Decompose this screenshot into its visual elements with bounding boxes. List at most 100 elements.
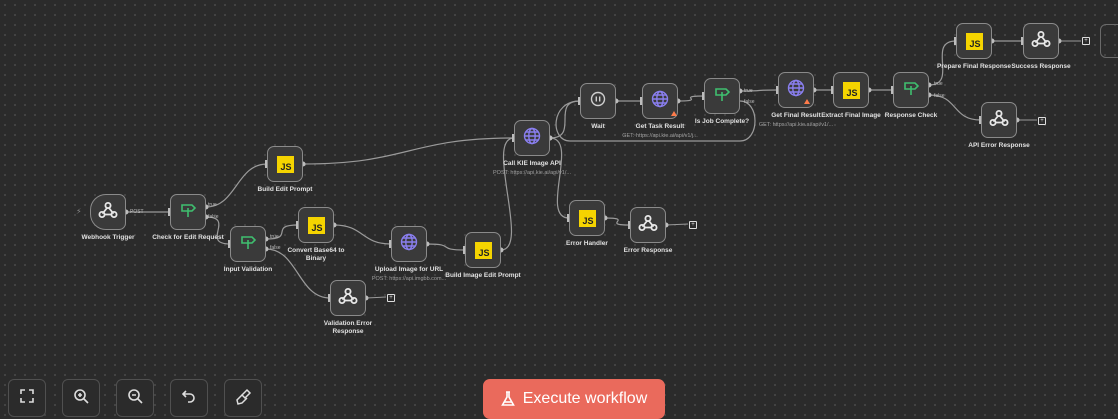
warning-icon <box>671 111 677 116</box>
dangling-connector <box>365 296 387 299</box>
input-port[interactable] <box>567 214 570 222</box>
zoom-out-icon <box>128 389 143 404</box>
node-webhook[interactable] <box>90 194 126 230</box>
input-port[interactable] <box>628 221 631 229</box>
if-branch-icon <box>713 86 731 107</box>
node-label: Input Validation <box>223 266 273 273</box>
side-panel-button[interactable] <box>1100 24 1118 58</box>
zoom-out-button[interactable] <box>116 379 154 417</box>
connection-line <box>604 217 631 226</box>
input-port[interactable] <box>463 246 466 254</box>
input-port[interactable] <box>640 97 643 105</box>
connection-line <box>302 137 515 165</box>
globe-icon <box>787 79 805 102</box>
node-label: Get Task Result <box>635 123 685 130</box>
input-port[interactable] <box>776 86 779 94</box>
input-port[interactable] <box>954 37 957 45</box>
node-label: Check for Edit Request <box>152 234 224 241</box>
port-label-true: true <box>208 202 217 208</box>
node-label: Get Final Result <box>771 112 821 119</box>
node-label: Is Job Complete? <box>694 118 750 125</box>
node-build-img[interactable]: JS <box>465 232 501 268</box>
node-subtitle: POST: https://api.kie.ai/api/v1/... <box>493 170 571 176</box>
input-port[interactable] <box>979 116 982 124</box>
if-branch-icon <box>239 234 257 255</box>
port-label-true: true <box>934 81 943 87</box>
node-label: Validation Error Response <box>323 320 373 335</box>
input-port[interactable] <box>512 134 515 142</box>
fit-view-button[interactable] <box>8 379 46 417</box>
node-check[interactable] <box>170 194 206 230</box>
pause-icon <box>590 91 606 112</box>
undo-icon <box>181 390 195 403</box>
input-port[interactable] <box>265 160 268 168</box>
node-err-handler[interactable]: JS <box>569 200 605 236</box>
if-branch-icon <box>902 80 920 101</box>
execute-workflow-button[interactable]: Execute workflow <box>483 379 665 419</box>
port-label-false: false <box>744 99 755 105</box>
node-upload[interactable] <box>391 226 427 262</box>
node-success[interactable] <box>1023 23 1059 59</box>
add-node-plus-icon[interactable]: + <box>1038 117 1046 125</box>
connection-line <box>205 216 231 245</box>
connection-line <box>549 100 581 139</box>
input-port[interactable] <box>168 208 171 216</box>
if-branch-icon <box>179 202 197 223</box>
connection-line <box>739 89 779 92</box>
javascript-icon: JS <box>307 216 325 234</box>
node-convert[interactable]: JS <box>298 207 334 243</box>
input-port[interactable] <box>891 86 894 94</box>
add-node-plus-icon[interactable]: + <box>387 294 395 302</box>
globe-icon <box>523 127 541 150</box>
input-port[interactable] <box>702 92 705 100</box>
webhook-icon <box>338 287 358 310</box>
javascript-icon: JS <box>474 241 492 259</box>
input-port[interactable] <box>578 97 581 105</box>
connection-line <box>265 224 299 240</box>
port-label-false: false <box>208 214 219 220</box>
node-subtitle: POST: https://api.imgbb.com... <box>371 276 447 282</box>
connection-line <box>500 137 515 251</box>
node-subtitle: GET: https://api.kie.ai/api/v1/j... <box>622 133 698 139</box>
warning-icon <box>804 99 810 104</box>
input-port[interactable] <box>831 86 834 94</box>
zoom-in-button[interactable] <box>62 379 100 417</box>
input-port[interactable] <box>1021 37 1024 45</box>
flask-icon <box>500 391 515 406</box>
add-node-plus-icon[interactable]: + <box>1082 37 1090 45</box>
webhook-icon <box>638 214 658 237</box>
node-extract[interactable]: JS <box>833 72 869 108</box>
node-label: Prepare Final Response <box>936 63 1012 70</box>
input-port[interactable] <box>389 240 392 248</box>
add-node-plus-icon[interactable]: + <box>689 221 697 229</box>
node-val-err[interactable] <box>330 280 366 316</box>
connection-line <box>205 163 268 208</box>
node-label: API Error Response <box>968 142 1030 149</box>
connections-layer <box>123 37 1081 302</box>
globe-icon <box>400 233 418 256</box>
webhook-icon <box>98 201 118 224</box>
input-port[interactable] <box>328 294 331 302</box>
node-is-done[interactable] <box>704 78 740 114</box>
node-err-resp[interactable] <box>630 207 666 243</box>
port-label-false: false <box>270 245 281 251</box>
node-label: Extract Final Image <box>821 112 881 119</box>
node-resp-check[interactable] <box>893 72 929 108</box>
input-port[interactable] <box>296 221 299 229</box>
node-input-val[interactable] <box>230 226 266 262</box>
globe-icon <box>651 90 669 113</box>
node-build-edit[interactable]: JS <box>267 146 303 182</box>
node-call-kie[interactable] <box>514 120 550 156</box>
node-prep-final[interactable]: JS <box>956 23 992 59</box>
tidy-up-button[interactable] <box>224 379 262 417</box>
javascript-icon: JS <box>842 81 860 99</box>
node-label: Error Handler <box>566 240 608 247</box>
undo-button[interactable] <box>170 379 208 417</box>
connection-line <box>928 94 982 121</box>
node-label: Convert Base64 to Binary <box>287 247 345 262</box>
input-port[interactable] <box>228 240 231 248</box>
connection-line <box>333 224 392 245</box>
node-api-err[interactable] <box>981 102 1017 138</box>
node-label: Call KIE Image API <box>503 160 561 167</box>
node-wait[interactable] <box>580 83 616 119</box>
